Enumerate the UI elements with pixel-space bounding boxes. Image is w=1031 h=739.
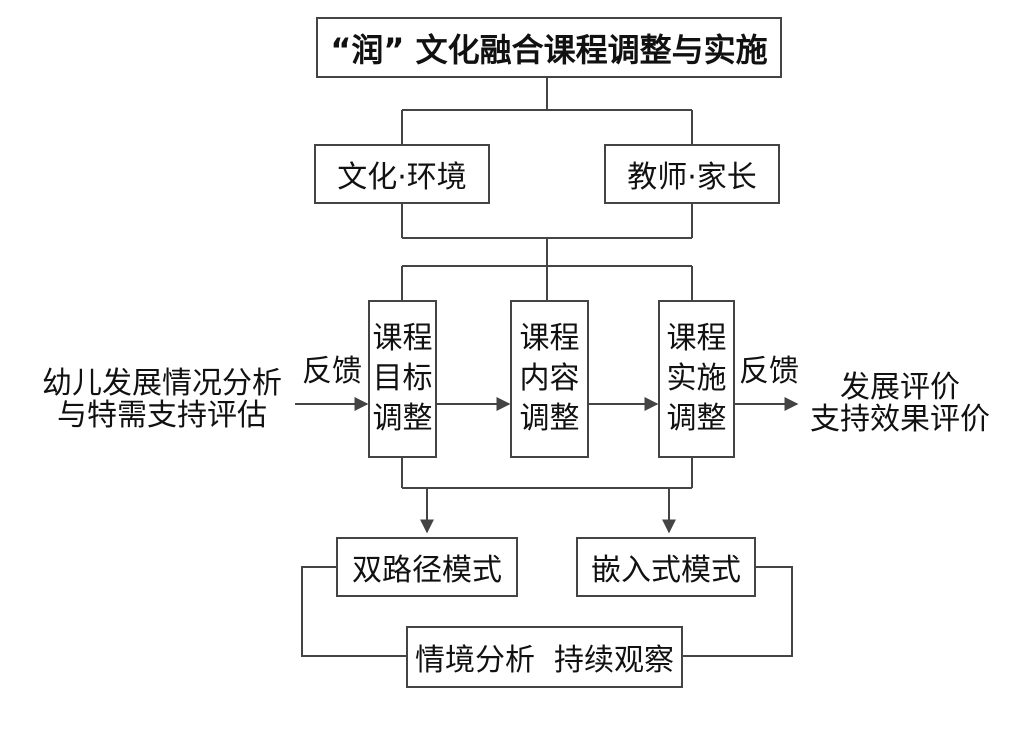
node-culture-environment: 文化·环境 <box>314 144 490 204</box>
feedback-label-right: 反馈 <box>739 354 799 389</box>
output-label-line: 发展评价 <box>840 370 960 405</box>
stage-line: 实施 <box>666 361 727 396</box>
diagram-title: “润” 文化融合课程调整与实施 <box>316 17 782 78</box>
stage-line: 课程 <box>666 321 727 356</box>
stage-line: 课程 <box>519 321 580 356</box>
node-dual-path-mode-label: 双路径模式 <box>352 553 502 588</box>
node-curriculum-goal-adjustment: 课程 目标 调整 <box>368 300 437 458</box>
output-label: 发展评价 支持效果评价 <box>800 372 1000 436</box>
stage-line: 内容 <box>519 361 580 396</box>
input-label-line: 幼儿发展情况分析 <box>42 366 282 401</box>
output-label-line: 支持效果评价 <box>810 402 990 437</box>
input-label: 幼儿发展情况分析 与特需支持评估 <box>28 368 296 432</box>
node-embedded-mode: 嵌入式模式 <box>576 537 756 597</box>
node-teacher-parent-label: 教师·家长 <box>627 160 757 195</box>
node-curriculum-content-adjustment: 课程 内容 调整 <box>510 300 589 458</box>
node-teacher-parent: 教师·家长 <box>604 144 780 204</box>
node-situation-analysis-label: 情境分析 持续观察 <box>414 643 675 678</box>
node-embedded-mode-label: 嵌入式模式 <box>591 553 741 588</box>
stage-line: 调整 <box>372 401 433 436</box>
node-curriculum-implementation-adjustment: 课程 实施 调整 <box>658 300 735 458</box>
feedback-label-left: 反馈 <box>302 354 362 389</box>
stage-line: 课程 <box>372 321 433 356</box>
node-dual-path-mode: 双路径模式 <box>336 537 518 597</box>
stage-line: 目标 <box>372 361 433 396</box>
node-culture-environment-label: 文化·环境 <box>337 160 467 195</box>
input-label-line: 与特需支持评估 <box>57 398 267 433</box>
node-situation-analysis-observation: 情境分析 持续观察 <box>406 626 683 688</box>
stage-line: 调整 <box>666 401 727 436</box>
diagram-title-text: “润” 文化融合课程调整与实施 <box>330 30 768 69</box>
stage-line: 调整 <box>519 401 580 436</box>
